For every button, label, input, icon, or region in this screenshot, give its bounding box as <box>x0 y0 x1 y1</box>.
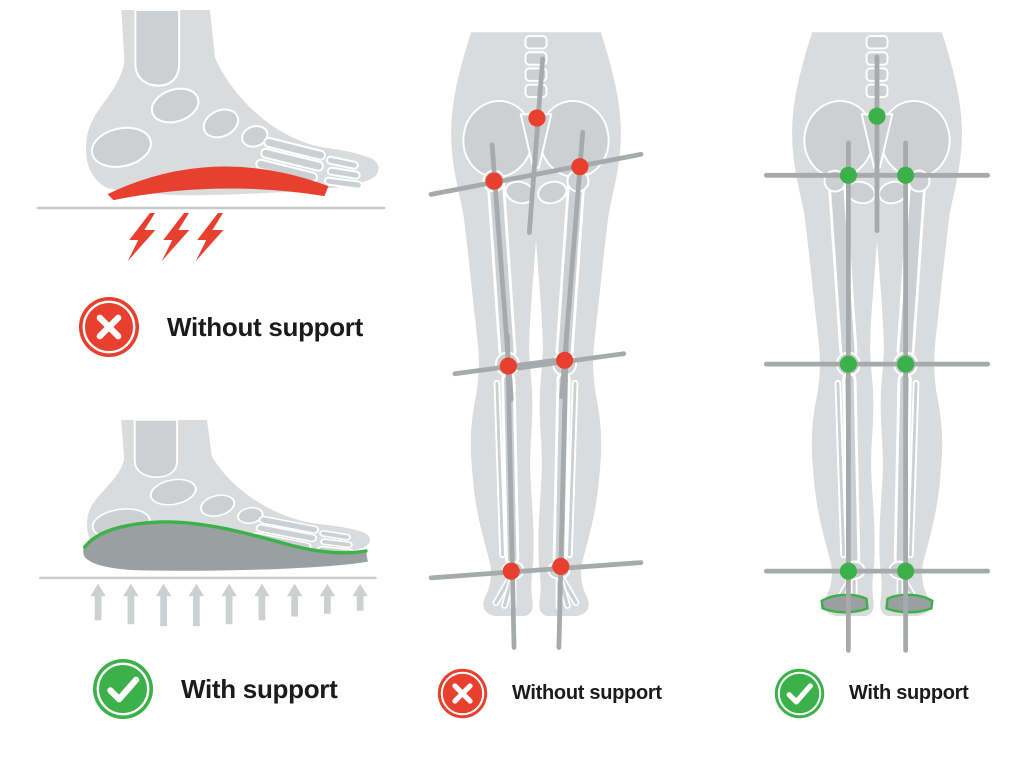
legs-misaligned-illustration <box>428 32 644 650</box>
joint-dot <box>839 355 857 373</box>
legs-with-label: With support <box>849 682 969 704</box>
lightning-icon <box>161 213 190 261</box>
shin-axis-line <box>556 330 569 650</box>
joint-dot <box>556 351 574 369</box>
joint-dot <box>897 166 915 184</box>
check-badge-icon <box>92 658 154 720</box>
joint-dot <box>839 562 857 580</box>
joint-dot <box>485 172 503 190</box>
foot-supported-illustration <box>39 419 377 627</box>
legs-without-label: Without support <box>512 682 662 704</box>
ankle-axis-line <box>428 560 644 581</box>
up-arrow-icon <box>90 583 106 621</box>
pain-bolts <box>127 213 224 261</box>
joint-dot <box>528 109 546 127</box>
up-arrow-icon <box>155 583 172 627</box>
up-arrow-icon <box>286 583 303 617</box>
up-arrow-icon <box>221 583 237 625</box>
up-arrow-icon <box>188 583 205 627</box>
foot-with-label: With support <box>181 673 338 704</box>
legs-aligned-illustration <box>763 32 991 653</box>
check-badge-icon <box>774 668 825 719</box>
up-arrow-icon <box>123 583 139 625</box>
legs-with-caption: With support <box>774 668 969 719</box>
joint-dot <box>571 158 589 176</box>
x-badge-icon <box>78 296 140 358</box>
foot-without-label: Without support <box>167 311 363 342</box>
foot-with-caption: With support <box>92 658 338 720</box>
joint-dot <box>868 107 886 125</box>
joint-dot <box>499 357 517 375</box>
support-arrows <box>90 583 368 627</box>
joint-dot <box>897 355 915 373</box>
lightning-icon <box>127 213 156 261</box>
legs-without-caption: Without support <box>437 668 662 719</box>
lightning-icon <box>195 213 224 261</box>
insole-right <box>885 593 934 614</box>
foot-unsupported-illustration <box>36 9 386 210</box>
misaligned-joint-dots <box>485 109 589 580</box>
arch-support-line <box>82 520 368 555</box>
foot-insoles <box>820 593 934 614</box>
shin-axis-line <box>505 333 517 650</box>
joint-dot <box>897 562 915 580</box>
up-arrow-icon <box>352 583 368 611</box>
joint-dot <box>502 562 520 580</box>
joint-dot <box>552 557 570 575</box>
foot-bones <box>90 9 363 190</box>
up-arrow-icon <box>319 583 336 614</box>
foot-without-caption: Without support <box>78 296 363 358</box>
up-arrow-icon <box>254 583 270 621</box>
fallen-arch-highlight <box>107 166 329 201</box>
x-badge-icon <box>437 668 488 719</box>
insole-shape <box>83 521 368 571</box>
joint-dot <box>839 166 857 184</box>
sacrum-axis-line <box>526 56 546 235</box>
insole-left <box>820 593 869 614</box>
aligned-joint-dots <box>839 107 915 580</box>
